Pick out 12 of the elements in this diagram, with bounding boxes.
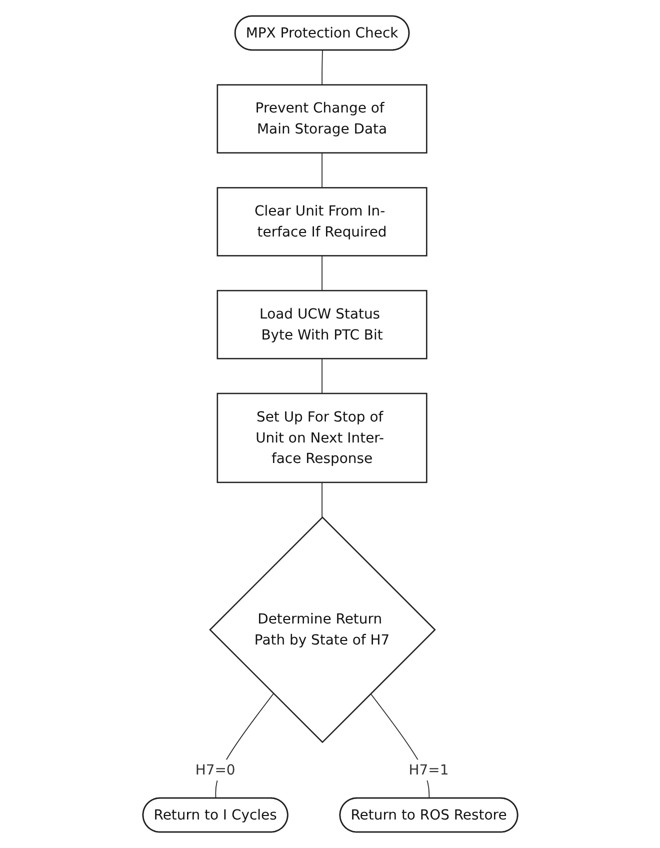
node-diamond: Determine Return Path by State of H7 (208, 516, 436, 744)
node-box: Load UCW Status Byte With PTC Bit (216, 290, 428, 360)
connector (321, 255, 322, 292)
connector (321, 358, 322, 394)
node-box: Prevent Change of Main Storage Data (216, 84, 428, 154)
edge-label: H7=0 (195, 761, 235, 778)
node-box: Clear Unit From In- terface If Required (216, 187, 428, 256)
connector (321, 50, 323, 86)
node-box: Set Up For Stop of Unit on Next Inter- face Response (216, 392, 428, 484)
connector (321, 482, 322, 518)
edge-label: H7=1 (408, 761, 448, 778)
connector (321, 152, 322, 188)
